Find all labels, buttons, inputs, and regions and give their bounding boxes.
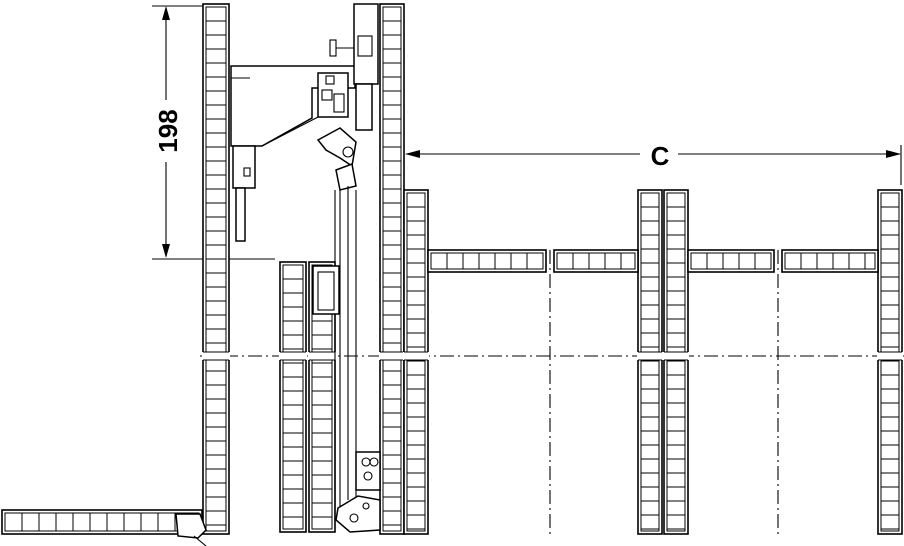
cabinet-shelf-4 bbox=[781, 249, 879, 273]
lift-mechanism bbox=[175, 3, 381, 546]
bottom-shelf bbox=[1, 509, 203, 535]
cabinet-shelf-2 bbox=[553, 249, 639, 273]
dimension-c: C bbox=[405, 140, 902, 185]
cabinet-divider-2 bbox=[663, 189, 689, 535]
dimension-198-label: 198 bbox=[153, 109, 183, 152]
cabinet-shelf-1 bbox=[427, 249, 547, 273]
cabinet-side-panel-right bbox=[877, 189, 903, 535]
center-lines bbox=[200, 250, 904, 536]
cabinet-side-panel-a bbox=[403, 189, 429, 535]
side-panel-left bbox=[202, 3, 230, 535]
door-panel-1 bbox=[279, 261, 307, 533]
cabinet-divider-1 bbox=[637, 189, 663, 535]
cabinet-shelf-3 bbox=[687, 249, 775, 273]
dimension-c-label: C bbox=[651, 141, 670, 171]
door-panel-3 bbox=[379, 3, 405, 535]
